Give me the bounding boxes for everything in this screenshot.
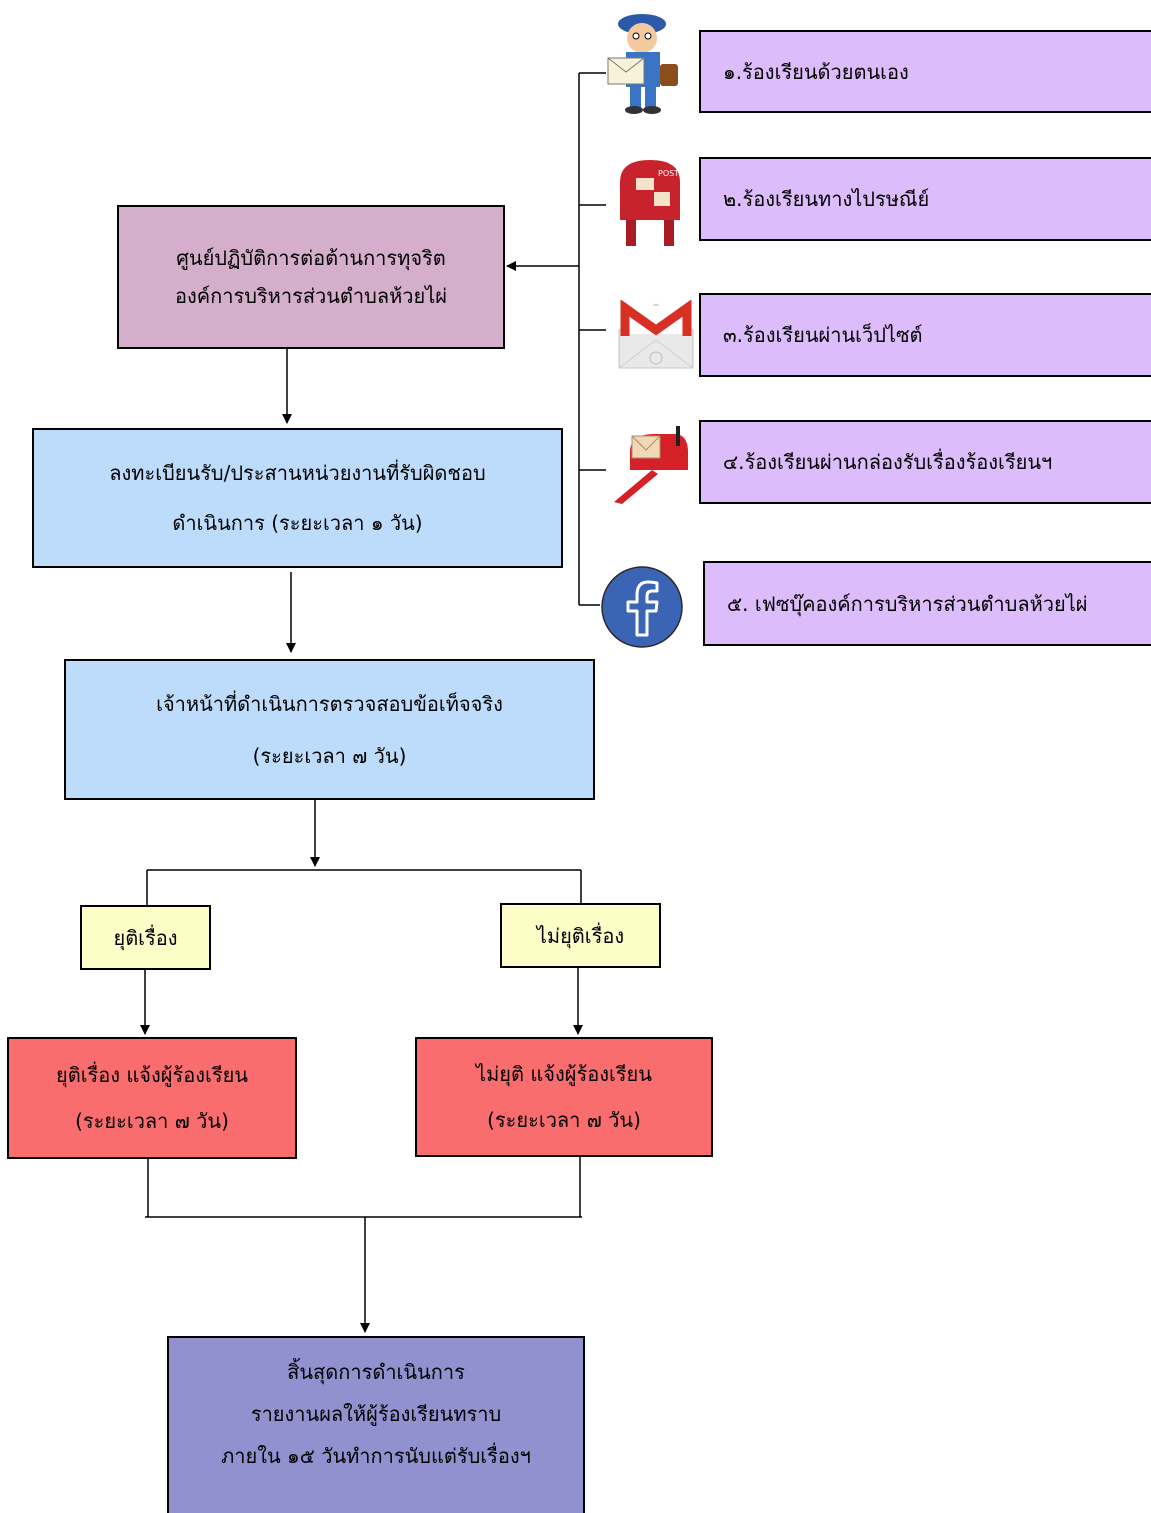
mailman-icon	[607, 14, 678, 114]
notify-not-end-line-2: (ระยะเวลา ๗ วัน)	[487, 1108, 641, 1132]
investigate-line-1: เจ้าหน้าที่ดำเนินการตรวจสอบข้อเท็จจริง	[156, 691, 503, 716]
gmail-icon	[618, 300, 694, 369]
channel-label-3: ๓.ร้องเรียนผ่านเว็ปไซต์	[723, 323, 923, 347]
branch-not-end-box: ไม่ยุติเรื่อง	[500, 903, 661, 968]
register-line-2: ดำเนินการ (ระยะเวลา ๑ วัน)	[172, 511, 423, 535]
branch-end-label: ยุติเรื่อง	[113, 925, 178, 950]
final-line-2: รายงานผลให้ผู้ร้องเรียนทราบ	[250, 1402, 502, 1426]
center-line-1: ศูนย์ปฏิบัติการต่อต้านการทุจริต	[176, 246, 446, 270]
register-line-1: ลงทะเบียนรับ/ประสานหน่วยงานที่รับผิดชอบ	[109, 461, 486, 485]
final-line-3: ภายใน ๑๕ วันทำการนับแต่รับเรื่องฯ	[221, 1444, 531, 1468]
center-line-2: องค์การบริหารส่วนตำบลห้วยไผ่	[174, 284, 448, 308]
facebook-icon	[601, 566, 683, 648]
channel-box-1: ๑.ร้องเรียนด้วยตนเอง	[699, 30, 1151, 113]
final-line-1: สิ้นสุดการดำเนินการ	[287, 1360, 465, 1384]
channel-box-2: ๒.ร้องเรียนทางไปรษณีย์	[699, 157, 1151, 241]
final-box: สิ้นสุดการดำเนินการ รายงานผลให้ผู้ร้องเร…	[167, 1336, 585, 1513]
notify-end-line-1: ยุติเรื่อง แจ้งผู้ร้องเรียน	[55, 1063, 248, 1087]
svg-text:POST: POST	[658, 169, 679, 178]
branch-end-box: ยุติเรื่อง	[80, 905, 211, 970]
mailbox-icon	[614, 426, 688, 504]
channel-box-3: ๓.ร้องเรียนผ่านเว็ปไซต์	[699, 293, 1151, 377]
register-box: ลงทะเบียนรับ/ประสานหน่วยงานที่รับผิดชอบ …	[32, 428, 563, 568]
anti-corruption-center-box: ศูนย์ปฏิบัติการต่อต้านการทุจริต องค์การบ…	[117, 205, 505, 349]
notify-not-end-box: ไม่ยุติ แจ้งผู้ร้องเรียน (ระยะเวลา ๗ วัน…	[415, 1037, 713, 1157]
post-box-icon: POST	[620, 160, 680, 246]
investigate-line-2: (ระยะเวลา ๗ วัน)	[252, 743, 407, 768]
channel-label-1: ๑.ร้องเรียนด้วยตนเอง	[723, 59, 909, 84]
investigate-box: เจ้าหน้าที่ดำเนินการตรวจสอบข้อเท็จจริง (…	[64, 659, 595, 800]
notify-not-end-line-1: ไม่ยุติ แจ้งผู้ร้องเรียน	[476, 1062, 652, 1086]
branch-not-end-label: ไม่ยุติเรื่อง	[536, 923, 625, 948]
channel-label-4: ๔.ร้องเรียนผ่านกล่องรับเรื่องร้องเรียนฯ	[723, 450, 1053, 474]
channel-box-5: ๕. เฟซบุ๊คองค์การบริหารส่วนตำบลห้วยไผ่	[703, 561, 1151, 646]
channel-box-4: ๔.ร้องเรียนผ่านกล่องรับเรื่องร้องเรียนฯ	[699, 420, 1151, 504]
channel-label-2: ๒.ร้องเรียนทางไปรษณีย์	[723, 187, 930, 211]
notify-end-box: ยุติเรื่อง แจ้งผู้ร้องเรียน (ระยะเวลา ๗ …	[7, 1037, 297, 1159]
channel-label-5: ๕. เฟซบุ๊คองค์การบริหารส่วนตำบลห้วยไผ่	[727, 591, 1088, 616]
notify-end-line-2: (ระยะเวลา ๗ วัน)	[75, 1109, 229, 1133]
